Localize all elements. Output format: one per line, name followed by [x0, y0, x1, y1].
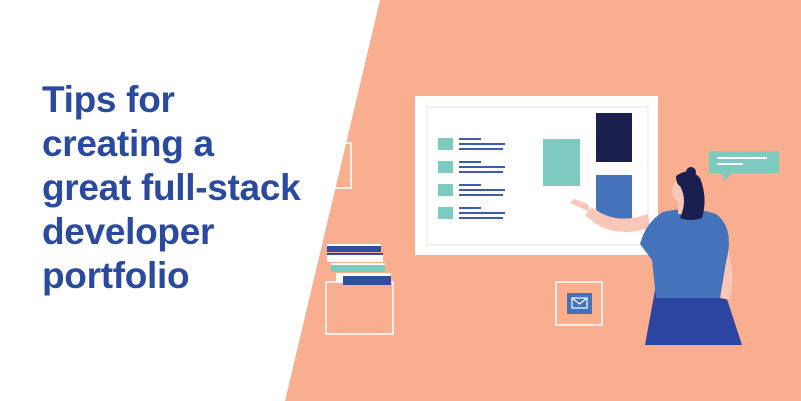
- navy-card: [596, 113, 632, 162]
- teal-card: [543, 139, 580, 186]
- headline-line-4: developer: [42, 211, 215, 252]
- mail-icon: [555, 281, 603, 326]
- headline-line-1: Tips for: [42, 79, 175, 120]
- book-stack-icon: [325, 244, 394, 335]
- headline-line-3: great full-stack: [42, 167, 301, 208]
- board-list: [438, 138, 505, 219]
- headline-line-5: portfolio: [42, 255, 190, 296]
- headline-line-2: creating a: [42, 123, 214, 164]
- left-frame: [322, 142, 352, 189]
- chat-bubble-icon: [709, 151, 779, 181]
- headline: Tips for creating a great full-stack dev…: [42, 78, 342, 298]
- woman-figure: [570, 167, 742, 345]
